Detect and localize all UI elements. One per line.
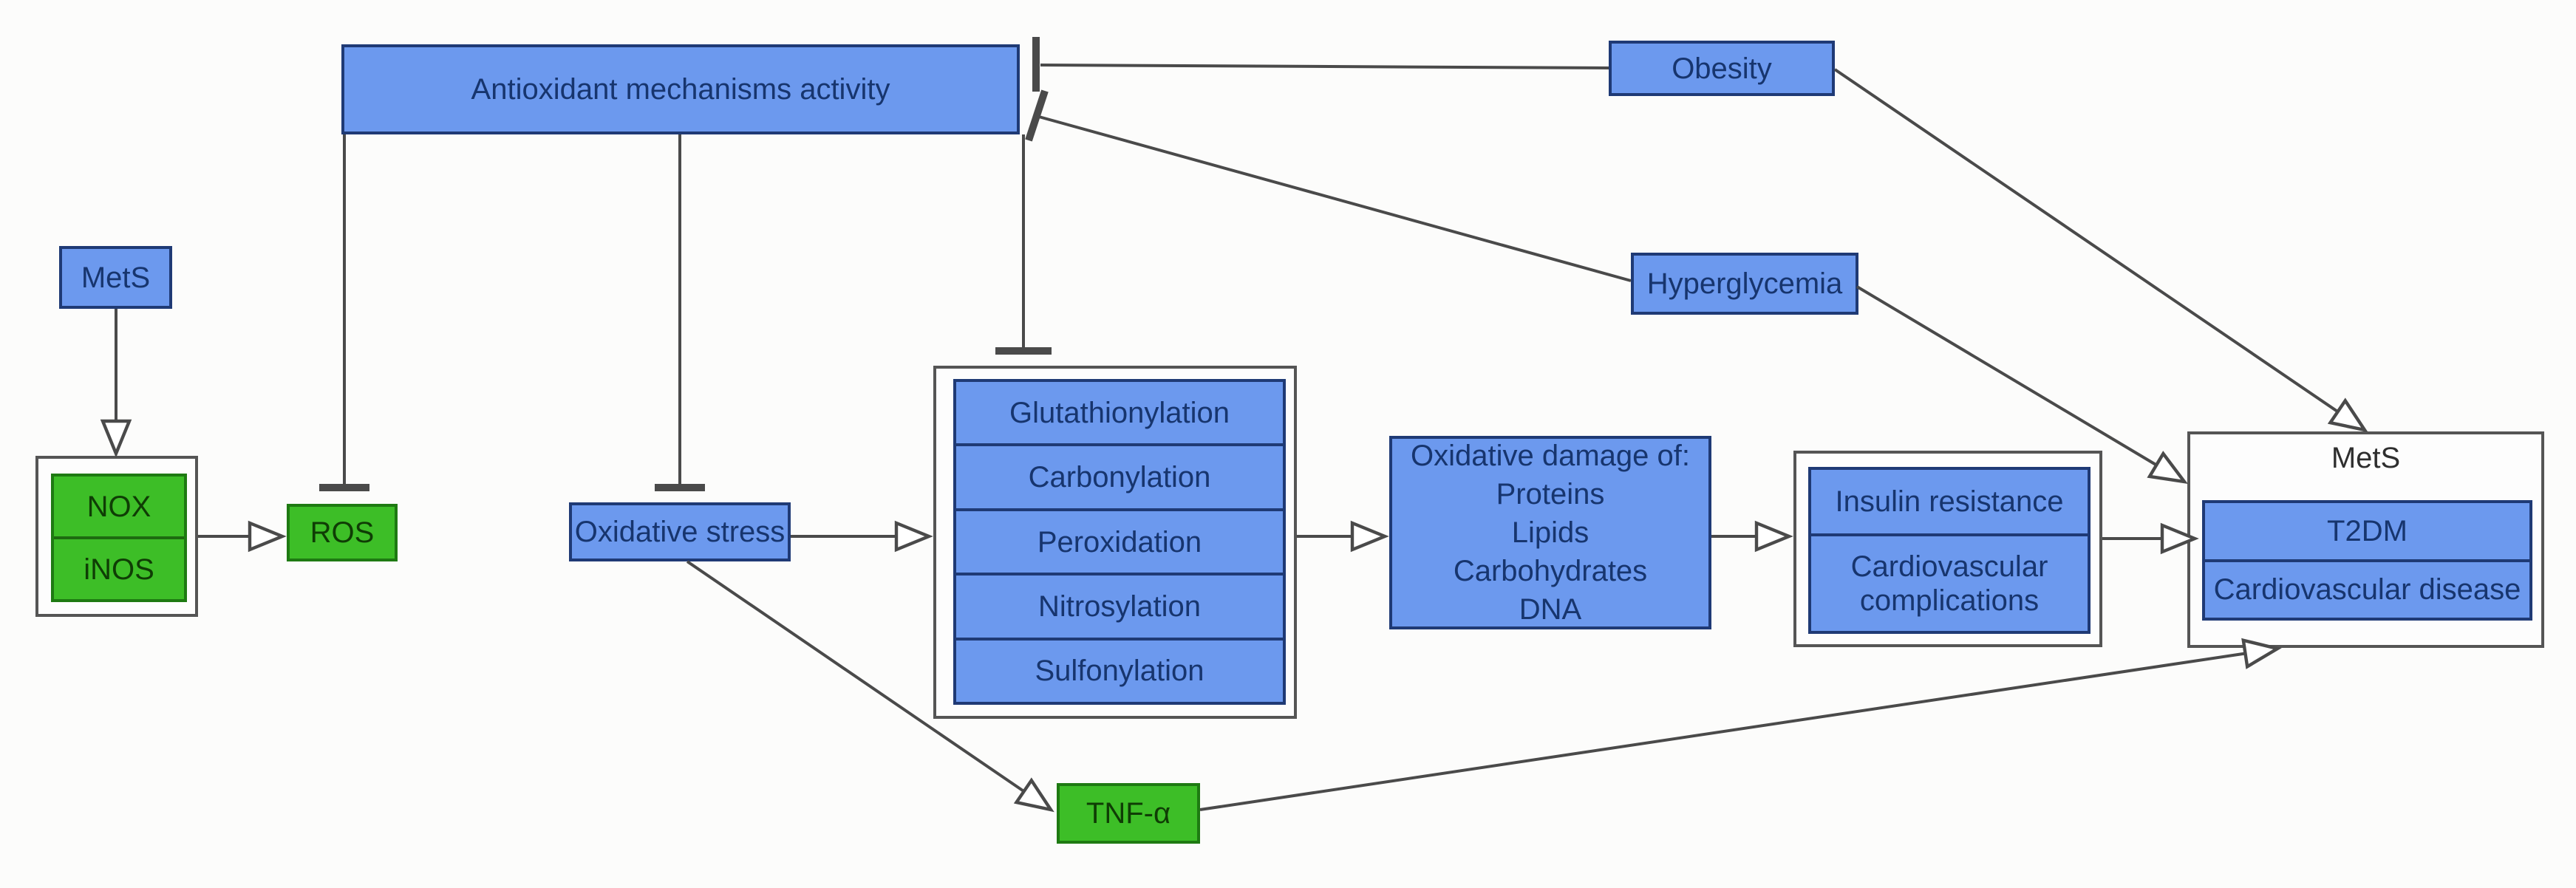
node-enzyme-stack: NOX iNOS bbox=[51, 474, 187, 602]
modification-row-sulfonylation: Sulfonylation bbox=[956, 637, 1283, 702]
mets-outcome-row-cvd: Cardiovascular disease bbox=[2205, 559, 2529, 618]
node-oxidative-stress: Oxidative stress bbox=[569, 502, 791, 561]
node-mets-source: MetS bbox=[59, 246, 172, 309]
edge-antioxidant-inhibits-ros bbox=[319, 134, 369, 491]
node-obesity-label: Obesity bbox=[1672, 52, 1772, 85]
node-hyperglycemia-label: Hyperglycemia bbox=[1646, 267, 1843, 300]
enzyme-row-inos: iNOS bbox=[54, 536, 184, 599]
modification-row-peroxidation: Peroxidation bbox=[956, 508, 1283, 573]
edge-obesity-to-mets bbox=[1833, 68, 2368, 433]
node-obesity: Obesity bbox=[1609, 41, 1835, 96]
node-tnf-alpha: TNF-α bbox=[1057, 783, 1200, 844]
oxidative-damage-carbohydrates: Carbohydrates bbox=[1453, 555, 1648, 587]
outcome-row-cardiovascular-complications: Cardiovascular complications bbox=[1811, 533, 2088, 631]
enzyme-row-nox: NOX bbox=[86, 490, 151, 523]
container-protein-modifications: Glutathionylation Carbonylation Peroxida… bbox=[933, 366, 1297, 719]
container-clinical-outcomes: Insulin resistance Cardiovascular compli… bbox=[1793, 451, 2102, 647]
edge-tnf-to-mets bbox=[1199, 638, 2282, 811]
container-mets-outcome: MetS T2DM Cardiovascular disease bbox=[2187, 431, 2544, 648]
node-antioxidant-mechanisms: Antioxidant mechanisms activity bbox=[341, 44, 1020, 134]
edge-obesity-inhibits-antioxidant bbox=[1032, 37, 1609, 92]
edge-antioxidant-inhibits-oxstress bbox=[655, 134, 705, 491]
node-hyperglycemia: Hyperglycemia bbox=[1631, 253, 1858, 315]
modification-row-carbonylation: Carbonylation bbox=[956, 443, 1283, 508]
node-ros-label: ROS bbox=[310, 516, 375, 549]
node-antioxidant-label: Antioxidant mechanisms activity bbox=[471, 73, 890, 106]
node-tnf-alpha-label: TNF-α bbox=[1086, 796, 1171, 830]
node-modifications-stack: Glutathionylation Carbonylation Peroxida… bbox=[953, 379, 1286, 705]
modification-row-nitrosylation: Nitrosylation bbox=[956, 573, 1283, 637]
edge-hyperglycemia-inhibits-antioxidant bbox=[1025, 89, 1632, 282]
mets-outcome-row-t2dm: T2DM bbox=[2327, 514, 2408, 547]
mets-outcome-label: MetS bbox=[2331, 442, 2401, 474]
outcome-row-insulin-resistance: Insulin resistance bbox=[1835, 485, 2064, 518]
oxidative-damage-dna: DNA bbox=[1519, 593, 1582, 626]
node-oxidative-damage: Oxidative damage of: Proteins Lipids Car… bbox=[1389, 436, 1711, 629]
edge-antioxidant-inhibits-modifications bbox=[995, 134, 1052, 355]
node-mets-source-label: MetS bbox=[81, 261, 151, 294]
node-oxidative-stress-label: Oxidative stress bbox=[574, 516, 786, 548]
oxidative-damage-title: Oxidative damage of: bbox=[1411, 440, 1690, 472]
oxidative-damage-lipids: Lipids bbox=[1511, 516, 1589, 549]
node-mets-outcome-stack: T2DM Cardiovascular disease bbox=[2202, 500, 2532, 621]
oxidative-damage-proteins: Proteins bbox=[1496, 478, 1605, 510]
container-enzyme-complex: NOX iNOS bbox=[35, 456, 198, 617]
node-ros: ROS bbox=[287, 504, 398, 561]
modification-row-glutathionylation: Glutathionylation bbox=[1009, 396, 1230, 429]
node-outcomes-stack: Insulin resistance Cardiovascular compli… bbox=[1808, 467, 2091, 634]
